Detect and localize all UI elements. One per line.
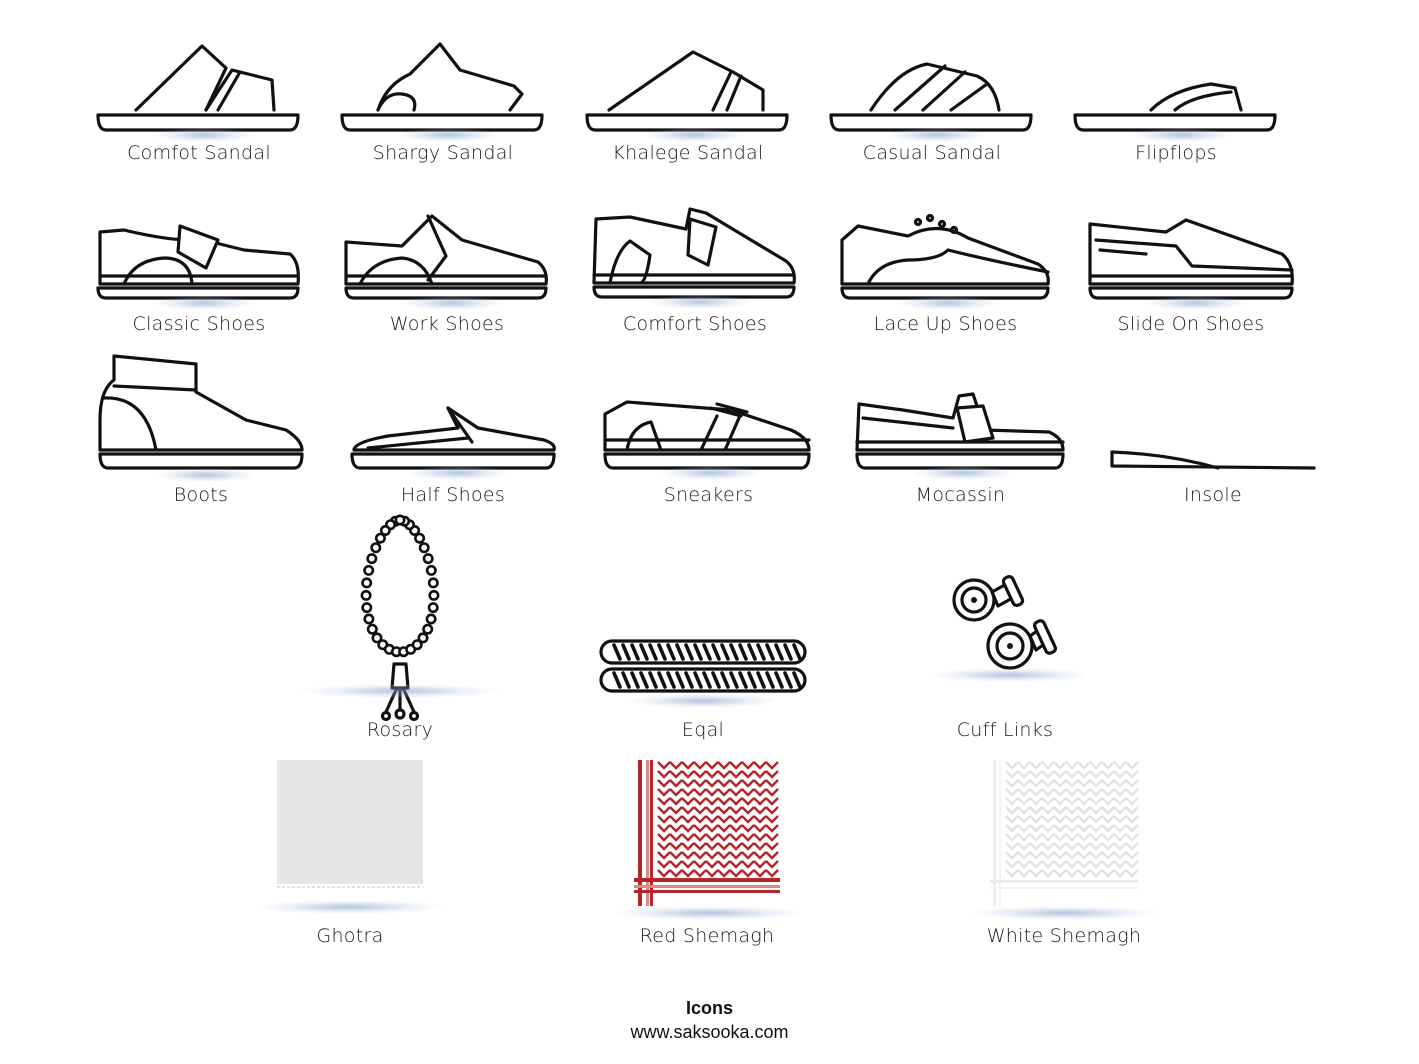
- khalege-sandal-icon: [585, 50, 789, 132]
- tile-ghotra: [254, 760, 444, 914]
- item-label: Slide On Shoes: [1117, 313, 1265, 335]
- item-label: Insole: [1184, 484, 1242, 506]
- tile-white-shemagh: [970, 760, 1160, 920]
- item-label: White Shemagh: [986, 925, 1142, 947]
- item-label: Eqal: [681, 719, 725, 741]
- comfort-sandal-icon: [96, 44, 300, 132]
- tile-classic-shoes: [94, 210, 304, 310]
- tile-lace-up-shoes: [838, 210, 1053, 310]
- tile-eqal: [598, 638, 808, 708]
- work-shoes-icon: [344, 214, 548, 300]
- tile-rosary: [300, 512, 500, 722]
- tile-comfort-sandal: [94, 40, 304, 142]
- item-label: Rosary: [366, 719, 434, 741]
- shargy-sandal-icon: [340, 42, 544, 132]
- tile-sneakers: [601, 396, 816, 480]
- item-label: Shargy Sandal: [372, 142, 514, 164]
- slide-on-shoes-icon: [1088, 218, 1294, 300]
- flipflops-icon: [1073, 82, 1277, 132]
- sneakers-icon: [603, 400, 811, 470]
- tile-insole: [1108, 446, 1318, 476]
- red-shemagh-icon: [634, 760, 780, 906]
- tile-khalege-sandal: [583, 40, 793, 142]
- footer-url: www.saksooka.com: [630, 1022, 789, 1042]
- tile-cuff-links: [930, 566, 1090, 682]
- item-label: Comfort Shoes: [622, 313, 768, 335]
- tile-half-shoes: [348, 404, 558, 480]
- tile-boots: [96, 350, 306, 482]
- tile-mocassin: [853, 388, 1068, 480]
- item-label: Work Shoes: [389, 313, 505, 335]
- classic-shoes-icon: [96, 224, 300, 300]
- eqal-icon: [599, 639, 807, 693]
- mocassin-icon: [855, 392, 1065, 470]
- lace-up-shoes-icon: [840, 213, 1050, 300]
- half-shoes-icon: [350, 406, 556, 470]
- tile-slide-on-shoes: [1086, 210, 1296, 310]
- tile-shargy-sandal: [338, 40, 548, 142]
- item-label: Classic Shoes: [132, 313, 266, 335]
- rosary-icon: [360, 514, 440, 722]
- footer-title: Icons: [685, 998, 733, 1018]
- item-label: Half Shoes: [400, 484, 506, 506]
- white-shemagh-icon: [990, 760, 1139, 906]
- item-label: Red Shemagh: [639, 925, 775, 947]
- boots-icon: [98, 354, 304, 470]
- item-label: Sneakers: [663, 484, 754, 506]
- item-label: Comfot Sandal: [127, 142, 271, 164]
- comfort-shoes-icon: [592, 207, 796, 299]
- ghotra-icon: [277, 760, 423, 888]
- item-label: Lace Up Shoes: [873, 313, 1018, 335]
- tile-casual-sandal: [827, 40, 1037, 142]
- item-label: Flipflops: [1135, 142, 1217, 164]
- item-label: Cuff Links: [956, 719, 1054, 741]
- casual-sandal-icon: [829, 62, 1033, 132]
- cuff-links-icon: [952, 575, 1058, 670]
- tile-red-shemagh: [614, 760, 804, 920]
- tile-comfort-shoes: [590, 205, 800, 309]
- item-label: Khalege Sandal: [612, 142, 764, 164]
- item-label: Boots: [173, 484, 229, 506]
- item-label: Ghotra: [316, 925, 384, 947]
- insole-icon: [1110, 450, 1316, 470]
- tile-work-shoes: [342, 210, 552, 310]
- tile-flipflops: [1071, 40, 1281, 142]
- item-label: Mocassin: [915, 484, 1006, 506]
- item-label: Casual Sandal: [862, 142, 1002, 164]
